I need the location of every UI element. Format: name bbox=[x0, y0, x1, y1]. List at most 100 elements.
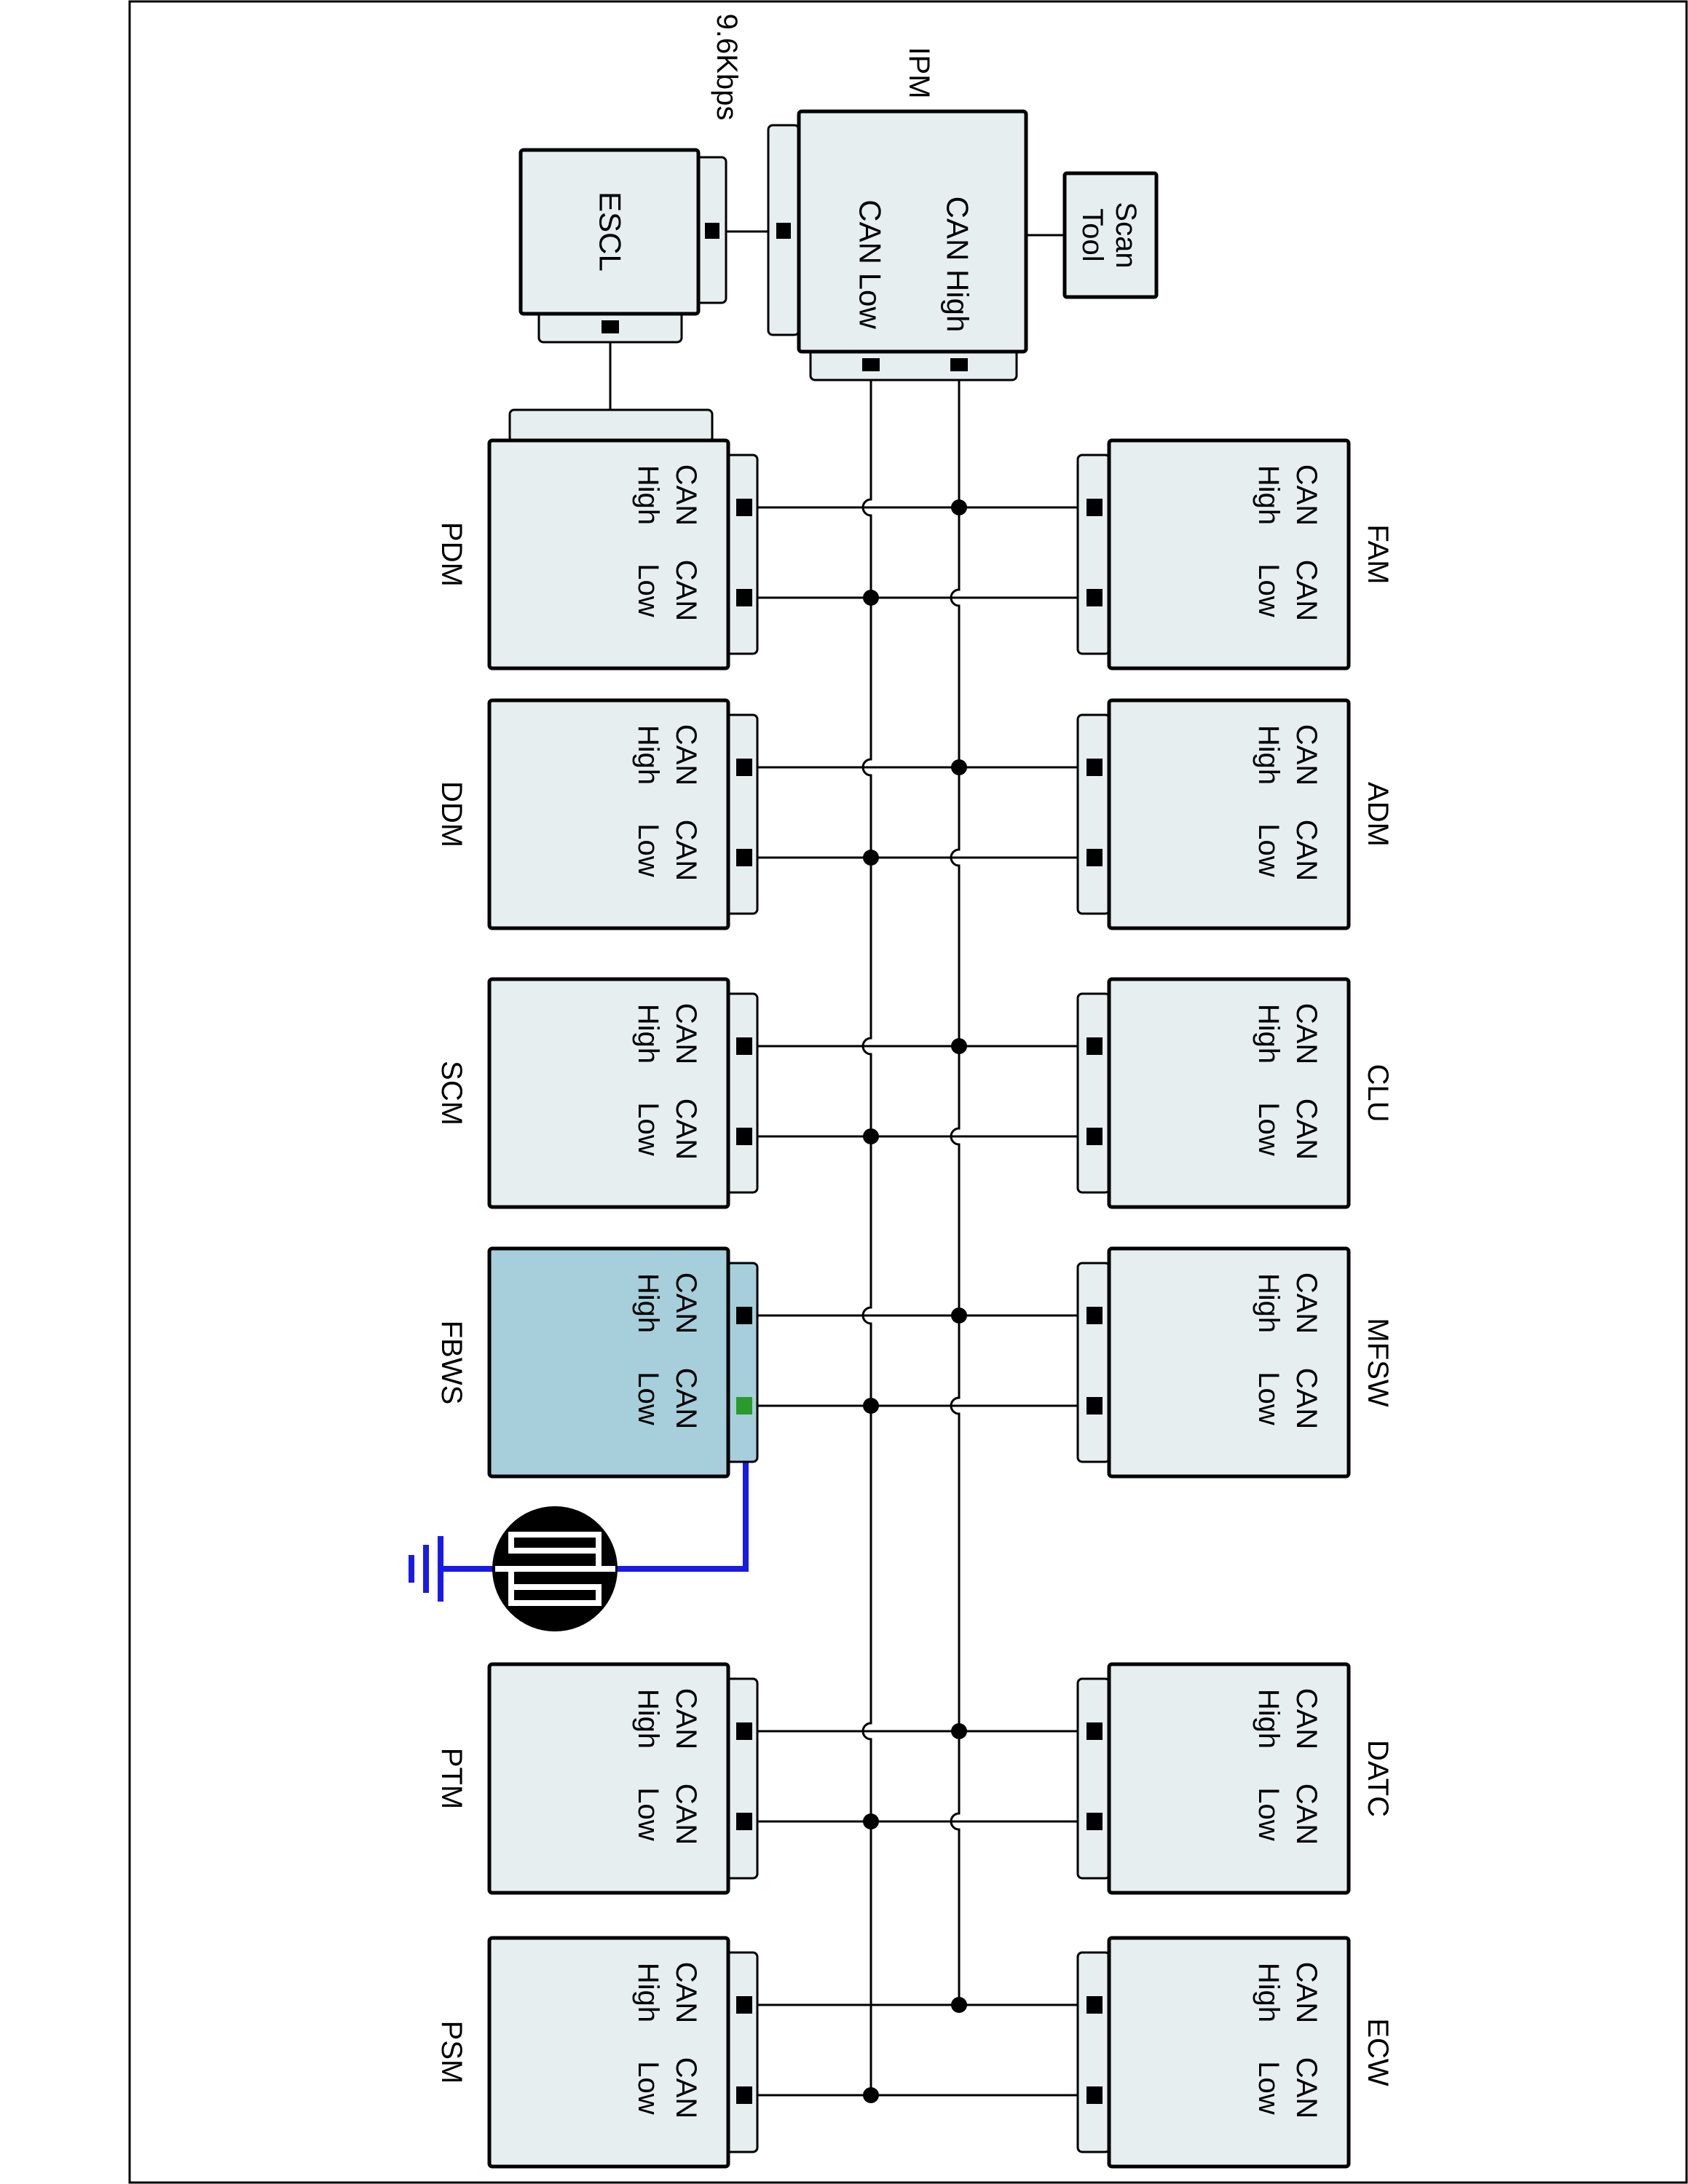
can-low-junction-dot bbox=[863, 590, 879, 606]
module-name-label: ADM bbox=[1362, 782, 1394, 847]
module-box bbox=[487, 438, 730, 670]
can-high-junction-dot bbox=[951, 1307, 967, 1324]
can-high-junction-dot bbox=[951, 1723, 967, 1739]
pdm-connector-tab-top bbox=[508, 408, 714, 443]
can-high-pin bbox=[1086, 1722, 1103, 1740]
can-low-label-can: CAN bbox=[1290, 2057, 1322, 2118]
can-low-label-low: Low bbox=[632, 1372, 664, 1425]
can-low-pin bbox=[736, 1397, 752, 1415]
can-low-label-can: CAN bbox=[670, 1099, 702, 1160]
can-high-junction-dot bbox=[951, 1038, 967, 1054]
module-name-label: FBWS bbox=[435, 1321, 468, 1405]
can-low-pin bbox=[736, 589, 752, 606]
can-high-pin bbox=[736, 1037, 752, 1055]
can-low-label-low: Low bbox=[1253, 2061, 1285, 2114]
connector-tab bbox=[724, 1951, 759, 2153]
can-high-label-high: High bbox=[1253, 1689, 1285, 1749]
can-high-label-high: High bbox=[632, 1689, 664, 1749]
connector-tab bbox=[1076, 1262, 1111, 1463]
modules-layer: CANHighCANLowPDMCANHighCANLowDDMCANHighC… bbox=[409, 109, 1394, 2169]
can-low-junction-dot bbox=[863, 1128, 879, 1144]
can-high-label-can: CAN bbox=[1290, 1962, 1322, 2023]
can-low-label-can: CAN bbox=[1290, 1099, 1322, 1160]
can-high-bus-wire bbox=[950, 364, 961, 2005]
can-low-junction-dot bbox=[863, 1813, 879, 1829]
can-high-junction-dot bbox=[951, 1997, 967, 2013]
can-high-label-high: High bbox=[1253, 725, 1285, 785]
connector-tab bbox=[1076, 1951, 1111, 2153]
module-box bbox=[1107, 977, 1351, 1209]
module-name-label: SCM bbox=[435, 1061, 468, 1125]
module-name-label: PSM bbox=[435, 2021, 468, 2084]
escl-module bbox=[518, 148, 701, 316]
module-name-label: PTM bbox=[435, 1748, 468, 1809]
module-box bbox=[1107, 1246, 1351, 1479]
module-box bbox=[487, 1662, 730, 1895]
can-high-label-high: High bbox=[632, 1004, 664, 1064]
can-high-pin bbox=[736, 1307, 752, 1324]
can-low-label-can: CAN bbox=[670, 2057, 702, 2118]
scan-tool-label-line2: Tool bbox=[1076, 208, 1108, 261]
can-low-label-low: Low bbox=[1253, 563, 1285, 617]
can-high-pin bbox=[736, 1996, 752, 2014]
can-low-label-can: CAN bbox=[1290, 560, 1322, 621]
can-high-label-high: High bbox=[632, 1963, 664, 2022]
can-high-label-can: CAN bbox=[1290, 724, 1322, 786]
module-name-label: CLU bbox=[1362, 1064, 1394, 1122]
module-name-label: PDM bbox=[435, 522, 468, 587]
can-high-pin bbox=[1086, 759, 1103, 776]
ipm-connector-tab-bottom bbox=[809, 348, 1018, 381]
connector-tab bbox=[724, 1262, 759, 1463]
scan-tool-label-line1: Scan bbox=[1110, 202, 1142, 268]
can-high-pin bbox=[736, 499, 752, 516]
ipm-pin-escl bbox=[776, 223, 791, 239]
can-low-label-low: Low bbox=[1253, 1372, 1285, 1425]
can-low-label-low: Low bbox=[632, 2061, 664, 2114]
escl-label: ESCL bbox=[593, 191, 628, 272]
can-low-bus-wire bbox=[861, 364, 872, 2095]
can-high-label-high: High bbox=[1253, 1963, 1285, 2022]
can-high-label-can: CAN bbox=[670, 464, 702, 526]
can-low-label-low: Low bbox=[632, 1102, 664, 1155]
can-high-label-high: High bbox=[632, 1273, 664, 1333]
can-low-label-low: Low bbox=[632, 563, 664, 617]
module-box bbox=[1107, 1662, 1351, 1895]
can-high-junction-dot bbox=[951, 499, 967, 515]
scan-tool-box bbox=[1062, 171, 1159, 299]
can-low-pin bbox=[736, 1813, 752, 1830]
can-high-label-high: High bbox=[1253, 465, 1285, 525]
module-box bbox=[487, 1246, 730, 1479]
can-low-junction-dot bbox=[863, 2087, 879, 2103]
can-low-label-can: CAN bbox=[1290, 1784, 1322, 1845]
can-low-pin bbox=[736, 849, 752, 866]
resistor-icon bbox=[492, 1506, 618, 1631]
page-border bbox=[128, 0, 1688, 2184]
escl-bottom-pin bbox=[602, 320, 619, 333]
can-high-label-can: CAN bbox=[670, 1962, 702, 2023]
resistor-icon-zigzag bbox=[495, 1532, 615, 1606]
can-low-label-low: Low bbox=[1253, 1102, 1285, 1155]
module-name-label: ECW bbox=[1362, 2018, 1394, 2086]
can-low-label-can: CAN bbox=[670, 560, 702, 621]
ipm-module bbox=[797, 109, 1028, 354]
connector-tab bbox=[724, 992, 759, 1194]
can-low-label-can: CAN bbox=[670, 1368, 702, 1429]
can-high-pin bbox=[1086, 1037, 1103, 1055]
can-high-label-can: CAN bbox=[670, 1688, 702, 1749]
can-high-label-high: High bbox=[1253, 1273, 1285, 1333]
ipm-can-high-pin bbox=[950, 358, 968, 371]
module-box bbox=[487, 698, 730, 930]
can-high-pin bbox=[1086, 499, 1103, 516]
module-box bbox=[1107, 438, 1351, 670]
ipm-can-high-label: CAN High bbox=[941, 197, 975, 333]
can-low-label-can: CAN bbox=[670, 1784, 702, 1845]
